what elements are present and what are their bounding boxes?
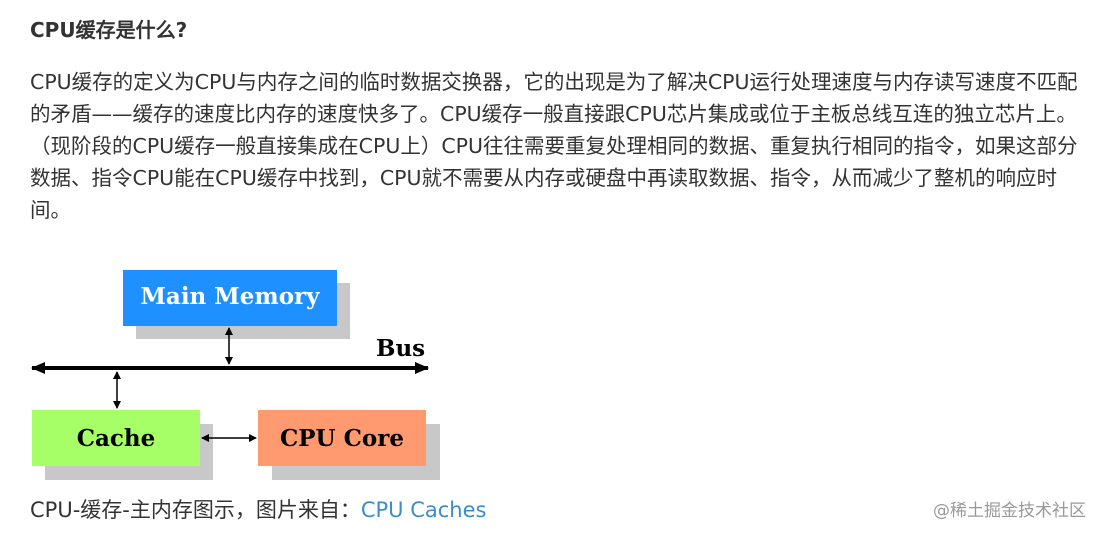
caption-text: CPU-缓存-主内存图示，图片来自： [30, 498, 361, 522]
article-heading: CPU缓存是什么? [30, 18, 188, 42]
cache-label: Cache [77, 425, 156, 452]
cpu-core-label: CPU Core [280, 425, 404, 452]
cache-box [32, 410, 200, 466]
article-paragraph: CPU缓存的定义为CPU与内存之间的临时数据交换器，它的出现是为了解决CPU运行… [30, 70, 1078, 222]
bus-label: Bus [376, 335, 425, 362]
cpu-cache-memory-diagram: Main Memory Bus Cache CPU Core [31, 270, 440, 480]
cpu-caches-link[interactable]: CPU Caches [360, 498, 487, 522]
figure-caption: CPU-缓存-主内存图示，图片来自：CPU Caches [30, 494, 486, 524]
watermark: @稀土掘金技术社区 [933, 501, 1086, 521]
cpu-core-box [258, 410, 426, 466]
main-memory-label: Main Memory [140, 283, 320, 310]
main-memory-box [123, 270, 337, 326]
